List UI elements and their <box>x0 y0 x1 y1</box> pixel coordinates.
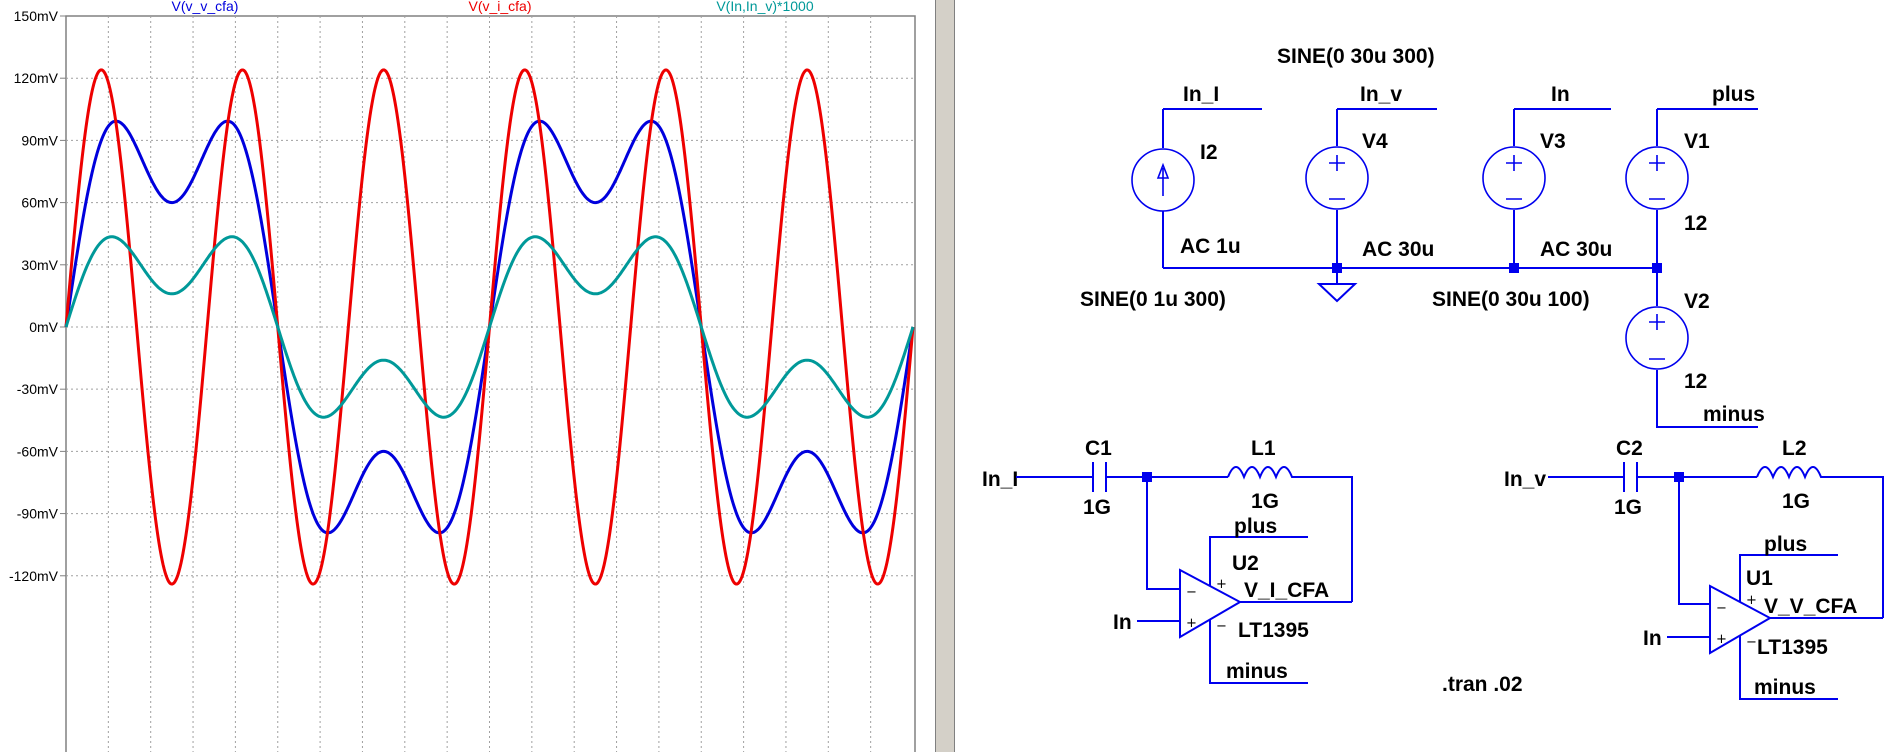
waveform-panel[interactable]: 150mV 120mV 90mV 60mV 30mV 0mV -30mV -60mV -90mV… <box>0 0 935 752</box>
capacitor-c2[interactable] <box>1623 462 1638 492</box>
v1-name: V1 <box>1684 130 1710 153</box>
u2-minus-net: minus <box>1226 660 1288 683</box>
v3-ac: AC 30u <box>1540 238 1612 261</box>
tran-directive[interactable]: .tran .02 <box>1442 673 1523 696</box>
plot-frame <box>65 15 916 752</box>
i2-name: I2 <box>1200 141 1218 164</box>
net-label-in: In <box>1551 83 1570 106</box>
u2-vplus-pin: + <box>1216 577 1227 592</box>
u1-output-net: V_V_CFA <box>1764 595 1857 618</box>
u2-name: U2 <box>1232 552 1259 575</box>
u2-plus-net: plus <box>1234 515 1277 538</box>
u2-plus-pin: + <box>1186 616 1197 631</box>
v2-value: 12 <box>1684 370 1707 393</box>
trace-v-in-in-v-1000 <box>64 235 915 419</box>
l2-value: 1G <box>1782 490 1810 513</box>
y-tick-label: 120mV <box>14 70 59 86</box>
current-source-i2[interactable] <box>1131 109 1195 268</box>
net-label-in-v: In_v <box>1360 83 1402 106</box>
y-tick-label: -60mV <box>17 443 59 459</box>
y-axis-ticks: 150mV 120mV 90mV 60mV 30mV 0mV -30mV -60mV -90mV… <box>9 8 59 584</box>
u1-minus-pin: − <box>1716 601 1727 616</box>
u1-name: U1 <box>1746 567 1773 590</box>
c1-value: 1G <box>1083 496 1111 519</box>
v4-name: V4 <box>1362 130 1388 153</box>
inductor-l1[interactable] <box>1227 466 1353 602</box>
u2-vminus-pin: − <box>1216 619 1227 634</box>
u1-part: LT1395 <box>1757 636 1828 659</box>
y-tick-label: -120mV <box>9 568 59 584</box>
u1-input-net: In_v <box>1504 468 1546 491</box>
waveform-plot[interactable]: 150mV 120mV 90mV 60mV 30mV 0mV -30mV -60mV -90mV… <box>0 0 935 752</box>
v3-name: V3 <box>1540 130 1566 153</box>
l2-name: L2 <box>1782 437 1807 460</box>
u1-plus-pin: + <box>1716 632 1727 647</box>
schematic-panel[interactable]: .w { stroke:#0000ee; stroke-width:2; fil… <box>955 0 1893 752</box>
u2-in-net: In <box>1113 611 1132 634</box>
y-tick-label: 0mV <box>29 319 58 335</box>
schematic-canvas[interactable]: .w { stroke:#0000ee; stroke-width:2; fil… <box>955 0 1893 752</box>
trace-label: V(In,In_v)*1000 <box>716 0 813 14</box>
v4-sine-label: SINE(0 30u 300) <box>1277 45 1435 68</box>
u1-minus-net: minus <box>1754 676 1816 699</box>
y-tick-label: 90mV <box>21 132 58 148</box>
inductor-l2[interactable] <box>1756 466 1884 618</box>
net-label-in-i: In_I <box>1183 83 1219 106</box>
c1-name: C1 <box>1085 437 1112 460</box>
u1-plus-net: plus <box>1764 533 1807 556</box>
voltage-source-v3[interactable] <box>1482 109 1546 268</box>
u1-in-net: In <box>1643 627 1662 650</box>
arrow-up-icon <box>1156 162 1170 196</box>
trace-label: V(v_i_cfa) <box>468 0 531 14</box>
c2-name: C2 <box>1616 437 1643 460</box>
voltage-source-v4[interactable] <box>1305 109 1369 268</box>
net-label-minus: minus <box>1703 403 1765 426</box>
y-tick-label: 30mV <box>21 257 58 273</box>
u2-input-net: In_I <box>982 468 1018 491</box>
voltage-source-v2[interactable] <box>1625 268 1758 428</box>
plot-grid <box>60 15 916 752</box>
u2-minus-pin: − <box>1186 585 1197 600</box>
net-label-plus: plus <box>1712 83 1755 106</box>
u2-part: LT1395 <box>1238 619 1309 642</box>
y-tick-label: -90mV <box>17 506 59 522</box>
v4-ac: AC 30u <box>1362 238 1434 261</box>
c2-value: 1G <box>1614 496 1642 519</box>
pane-splitter[interactable] <box>935 0 955 752</box>
capacitor-c1[interactable] <box>1092 462 1107 492</box>
y-tick-label: 60mV <box>21 195 58 211</box>
u2-output-net: V_I_CFA <box>1244 579 1329 602</box>
l1-value: 1G <box>1251 490 1279 513</box>
trace-lines <box>64 68 915 586</box>
u1-vminus-pin: − <box>1746 635 1757 650</box>
y-tick-label: -30mV <box>17 381 59 397</box>
trace-labels: V(v_v_cfa) V(v_i_cfa) V(In,In_v)*1000 <box>172 0 814 14</box>
u1-vplus-pin: + <box>1746 593 1757 608</box>
v1-value: 12 <box>1684 212 1707 235</box>
v2-name: V2 <box>1684 290 1710 313</box>
v3-sine: SINE(0 30u 100) <box>1432 288 1590 311</box>
i2-ac: AC 1u <box>1180 235 1241 258</box>
voltage-source-v1[interactable] <box>1625 109 1689 268</box>
y-tick-label: 150mV <box>14 8 59 24</box>
l1-name: L1 <box>1251 437 1276 460</box>
i2-sine: SINE(0 1u 300) <box>1080 288 1226 311</box>
trace-label: V(v_v_cfa) <box>172 0 239 14</box>
